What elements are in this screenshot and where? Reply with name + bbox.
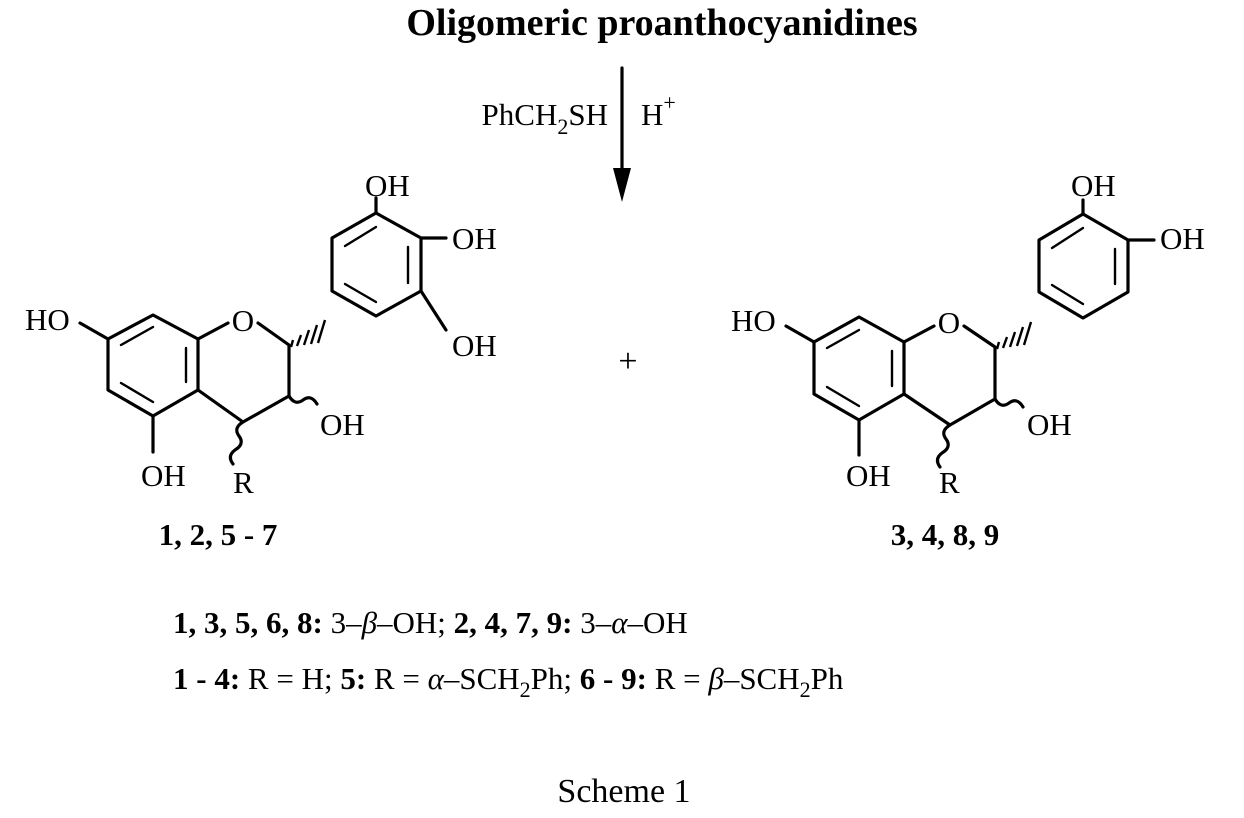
atom-oh-c5: OH xyxy=(846,458,891,493)
compound-right-id: 3, 4, 8, 9 xyxy=(891,517,1000,552)
atom-oh-b-mid: OH xyxy=(1160,221,1205,256)
scheme-title: Oligomeric proanthocyanidines xyxy=(406,2,917,44)
atom-r-group: R xyxy=(233,465,254,500)
atom-oh-b-top: OH xyxy=(1071,168,1116,203)
atom-oh-c3: OH xyxy=(320,407,365,442)
molecule-right: HO O OH OH OH OH R xyxy=(731,168,1205,500)
atom-ring-oxygen: O xyxy=(232,303,254,338)
atom-ring-oxygen: O xyxy=(938,305,960,340)
reagent-thiol: PhCH2SH xyxy=(482,97,608,139)
reagent-acid: H+ xyxy=(641,90,676,132)
atom-oh-c3: OH xyxy=(1027,407,1072,442)
atom-r-group: R xyxy=(939,465,960,500)
atom-oh-b-top: OH xyxy=(365,168,410,203)
atom-ho-a-ring: HO xyxy=(25,302,70,337)
atom-oh-c5: OH xyxy=(141,458,186,493)
plus-sign: + xyxy=(618,343,637,380)
legend-r-groups: 1 - 4: R = H; 5: R = α–SCH2Ph; 6 - 9: R … xyxy=(173,661,844,702)
reaction-arrow xyxy=(613,66,631,202)
atom-oh-b-low: OH xyxy=(452,328,497,363)
compound-left-id: 1, 2, 5 - 7 xyxy=(159,517,278,552)
legend-stereochemistry: 1, 3, 5, 6, 8: 3–β–OH; 2, 4, 7, 9: 3–α–O… xyxy=(173,605,688,640)
atom-ho-a-ring: HO xyxy=(731,303,776,338)
scheme-caption: Scheme 1 xyxy=(557,773,690,810)
atom-oh-b-mid: OH xyxy=(452,221,497,256)
molecule-left: HO O OH OH OH OH OH R xyxy=(25,168,497,500)
